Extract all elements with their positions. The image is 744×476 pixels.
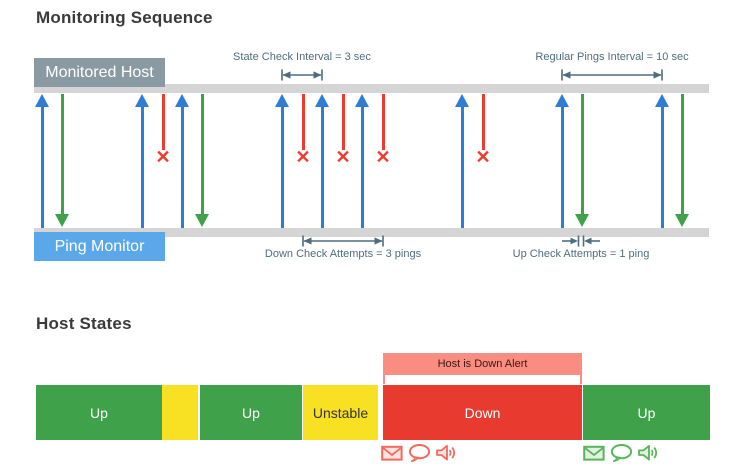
email-icon	[583, 445, 605, 461]
down-alert-icons	[381, 444, 458, 462]
down-alert-banner-text: Host is Down Alert	[383, 353, 582, 375]
chat-icon	[408, 444, 431, 462]
up-check-attempts-label: Up Check Attempts = 1 ping	[512, 248, 650, 260]
monitor-timeline-bar	[34, 228, 709, 237]
sequence-title: Monitoring Sequence	[36, 8, 213, 27]
regular-pings-interval-label: Regular Pings Interval = 10 sec	[535, 51, 689, 63]
state-segment-up: Up	[36, 385, 162, 440]
state-segment-unstable: Unstable	[303, 385, 378, 440]
ping-monitor-label: Ping Monitor	[34, 232, 165, 261]
state-check-measure-arrow	[281, 69, 323, 81]
down-alert-banner-strip	[383, 375, 582, 384]
down-check-attempts-label: Down Check Attempts = 3 pings	[264, 248, 422, 260]
chat-icon	[610, 444, 633, 462]
down-check-measure-arrow	[302, 235, 384, 247]
states-title: Host States	[36, 314, 132, 333]
up-alert-icons	[583, 444, 660, 462]
sound-icon	[638, 444, 657, 461]
state-segment-up: Up	[200, 385, 302, 440]
state-segment-up: Up	[583, 385, 710, 440]
up-check-measure-arrow	[562, 235, 600, 247]
regular-pings-measure-arrow	[561, 69, 663, 81]
host-timeline-bar	[34, 84, 709, 93]
state-segment-unstable	[162, 385, 198, 440]
monitored-host-label: Monitored Host	[34, 58, 165, 87]
sound-icon	[436, 444, 455, 461]
down-alert-banner: Host is Down Alert	[383, 353, 582, 384]
state-segment-down: Down	[383, 385, 582, 440]
state-check-interval-label: State Check Interval = 3 sec	[233, 51, 371, 63]
email-icon	[381, 445, 403, 461]
